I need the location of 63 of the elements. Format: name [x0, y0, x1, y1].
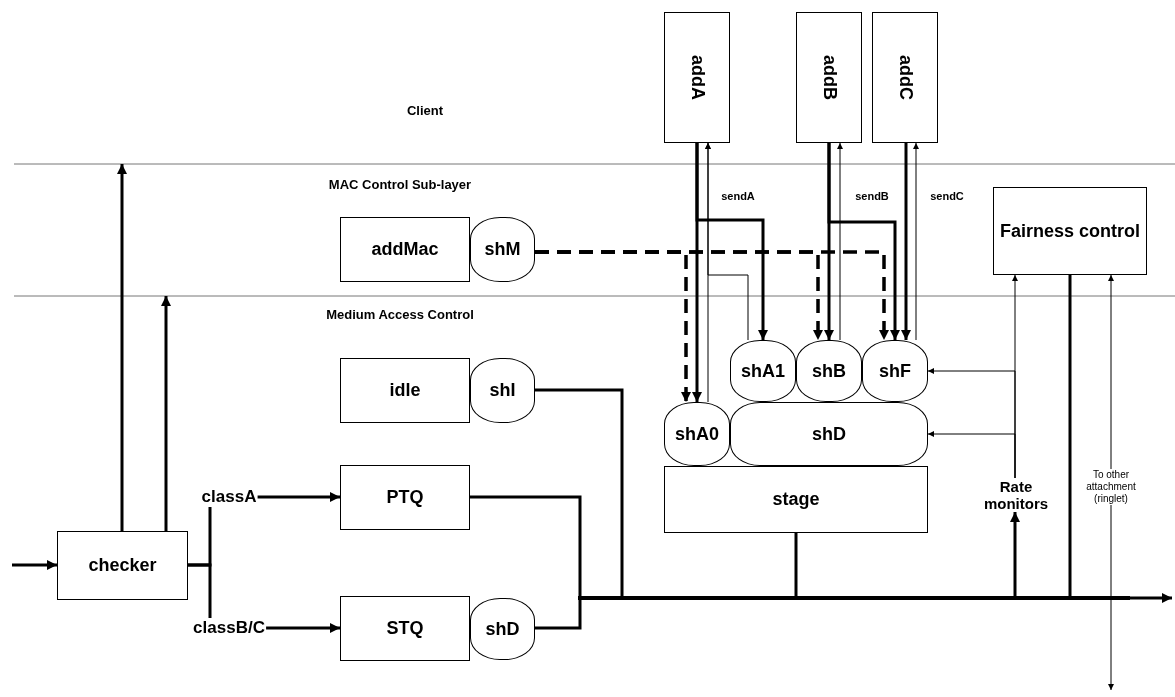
box-label: addB	[818, 55, 840, 100]
process-box	[340, 217, 470, 282]
box-label: shA1	[741, 360, 785, 382]
connector-line	[535, 388, 624, 596]
rounded-box	[796, 340, 862, 402]
box-label: addC	[894, 55, 916, 100]
box-label: shA0	[675, 423, 719, 445]
connector-line	[470, 495, 582, 596]
arrow	[837, 142, 843, 341]
rounded-box	[862, 340, 928, 402]
process-box	[340, 358, 470, 423]
layer-label: Client	[406, 102, 444, 118]
arrow	[1108, 274, 1114, 691]
box-label: addA	[686, 55, 708, 100]
box-label: addMac	[371, 239, 439, 260]
rounded-box	[730, 402, 928, 466]
process-box	[664, 12, 730, 143]
box-label: STQ	[386, 618, 424, 639]
box-label: PTQ	[386, 487, 424, 508]
arrow	[117, 164, 127, 531]
rounded-box	[730, 340, 796, 402]
layer-label: MAC Control Sub-layer	[328, 176, 472, 192]
process-box	[993, 187, 1147, 275]
connector-line	[1068, 275, 1072, 596]
rounded-box	[470, 217, 535, 282]
edge-label: classA	[200, 487, 258, 507]
text-label: Rate monitors	[982, 477, 1050, 513]
arrow	[913, 142, 919, 341]
box-label: shF	[879, 360, 911, 382]
edge-label: sendC	[929, 190, 965, 202]
box-label: checker	[88, 555, 157, 576]
arrow	[827, 143, 900, 340]
rounded-box	[470, 598, 535, 660]
edge-label: sendB	[854, 190, 890, 202]
box-label: shI	[489, 380, 516, 401]
process-box	[664, 466, 928, 533]
rounded-box	[470, 358, 535, 423]
arrow	[705, 142, 749, 341]
box-label: shM	[484, 239, 521, 260]
arrow	[695, 143, 768, 340]
box-label: Fairness control	[999, 220, 1140, 242]
layer-label: Medium Access Control	[326, 306, 474, 322]
box-label: shD	[812, 423, 846, 445]
edge-label: sendA	[720, 190, 756, 202]
arrow	[901, 143, 911, 340]
process-box	[57, 531, 188, 600]
connector-line	[794, 533, 798, 596]
arrow	[1130, 593, 1172, 603]
box-label: idle	[389, 380, 421, 401]
connector-line	[535, 600, 582, 630]
box-label: shB	[812, 360, 846, 382]
arrow	[161, 296, 171, 531]
box-label: shD	[485, 618, 520, 640]
process-box	[796, 12, 862, 143]
process-box	[340, 465, 470, 530]
arrow	[12, 560, 57, 570]
arrow	[927, 431, 1016, 479]
process-box	[872, 12, 938, 143]
arrow	[535, 250, 889, 340]
arrow	[1010, 512, 1020, 596]
process-box	[340, 596, 470, 661]
rounded-box	[664, 402, 730, 466]
box-label: stage	[772, 489, 820, 510]
